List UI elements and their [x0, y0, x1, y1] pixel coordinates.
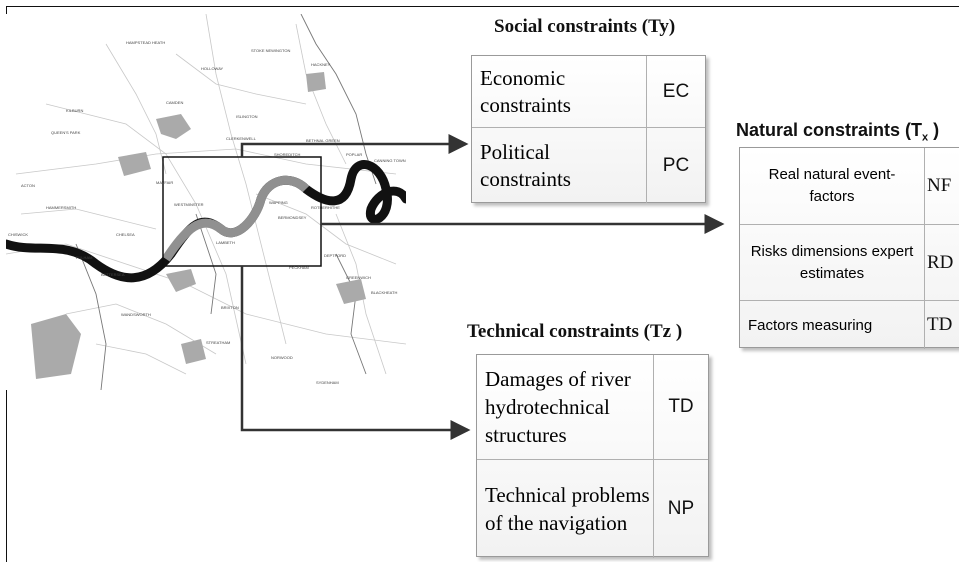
social-row: Economic constraints EC — [472, 56, 705, 127]
social-title: Social constraints (Ty) — [494, 16, 676, 37]
technical-row: Technical problems of the navigation NP — [477, 459, 708, 558]
natural-table: Real natural event-factors NF Risks dime… — [739, 147, 959, 349]
natural-row-label: Factors measuring — [748, 316, 873, 334]
natural-title-main: Natural constraints (T — [736, 120, 923, 140]
technical-table: Damages of river hydrotechnical structur… — [476, 354, 709, 558]
natural-title-end: ) — [928, 120, 940, 140]
technical-row-label: Technical problems of the navigation — [485, 483, 650, 535]
map-label: BERMONDSEY — [278, 215, 307, 220]
technical-row: Damages of river hydrotechnical structur… — [477, 355, 708, 459]
map-label: ACTON — [21, 183, 35, 188]
map-label: HAMPSTEAD HEATH — [126, 40, 165, 45]
map-label: HAMMERSMITH — [46, 205, 76, 210]
technical-row-code: NP — [653, 460, 708, 558]
natural-row-code: NF — [924, 148, 959, 224]
map-label: BLACKHEATH — [371, 290, 397, 295]
map-label: CANNING TOWN — [374, 158, 406, 163]
map-label: BATTERSEA — [101, 272, 125, 277]
map-label: WESTMINSTER — [174, 202, 204, 207]
map-label: WANDSWORTH — [121, 312, 151, 317]
map-label: BETHNAL GREEN — [306, 138, 340, 143]
map-label: WAPPING — [269, 200, 288, 205]
natural-row-code: RD — [924, 225, 959, 300]
natural-title-sub: x — [922, 131, 929, 144]
natural-row-label: Real natural event-factors — [768, 166, 896, 205]
map-label: HOLLOWAY — [201, 66, 224, 71]
london-map: HAMPSTEAD HEATH HOLLOWAY STOKE NEWINGTON… — [6, 14, 406, 390]
map-label: CAMDEN — [166, 100, 183, 105]
map-label: GREENWICH — [346, 275, 371, 280]
social-row-code: EC — [646, 56, 705, 127]
social-row-label: Economic constraints — [480, 65, 571, 117]
map-label: DEPTFORD — [324, 253, 346, 258]
map-label: ROTHERHITHE — [311, 205, 340, 210]
map-label: HACKNEY — [311, 62, 331, 67]
natural-title: Natural constraints (Tx ) — [736, 120, 939, 144]
map-label: STREATHAM — [206, 340, 230, 345]
map-label: CHELSEA — [116, 232, 135, 237]
social-table: Economic constraints EC Political constr… — [471, 55, 706, 203]
natural-row: Real natural event-factors NF — [740, 148, 959, 224]
map-label: KILBURN — [66, 108, 83, 113]
map-label: PECKHAM — [289, 265, 309, 270]
map-label: STOKE NEWINGTON — [251, 48, 291, 53]
map-label: SHOREDITCH — [274, 152, 301, 157]
natural-row: Factors measuring TD — [740, 300, 959, 349]
map-label: FULHAM — [76, 255, 92, 260]
technical-row-label: Damages of river hydrotechnical structur… — [485, 367, 631, 447]
map-label: NORWOOD — [271, 355, 293, 360]
natural-row: Risks dimensions expert estimates RD — [740, 224, 959, 300]
map-label: LAMBETH — [216, 240, 235, 245]
map-label: BRIXTON — [221, 305, 239, 310]
social-row: Political constraints PC — [472, 127, 705, 203]
map-label: CLERKENWELL — [226, 136, 257, 141]
map-label: QUEEN'S PARK — [51, 130, 81, 135]
map-label: SYDENHAM — [316, 380, 339, 385]
map-label: POPLAR — [346, 152, 362, 157]
technical-title: Technical constraints (Tz ) — [467, 321, 683, 342]
map-label: MAYFAIR — [156, 180, 173, 185]
technical-row-code: TD — [653, 355, 708, 459]
map-label: CHISWICK — [8, 232, 28, 237]
map-label: ISLINGTON — [236, 114, 258, 119]
social-row-code: PC — [646, 128, 705, 203]
natural-row-code: TD — [924, 301, 959, 349]
natural-row-label: Risks dimensions expert estimates — [750, 242, 914, 282]
social-row-label: Political constraints — [480, 139, 571, 191]
